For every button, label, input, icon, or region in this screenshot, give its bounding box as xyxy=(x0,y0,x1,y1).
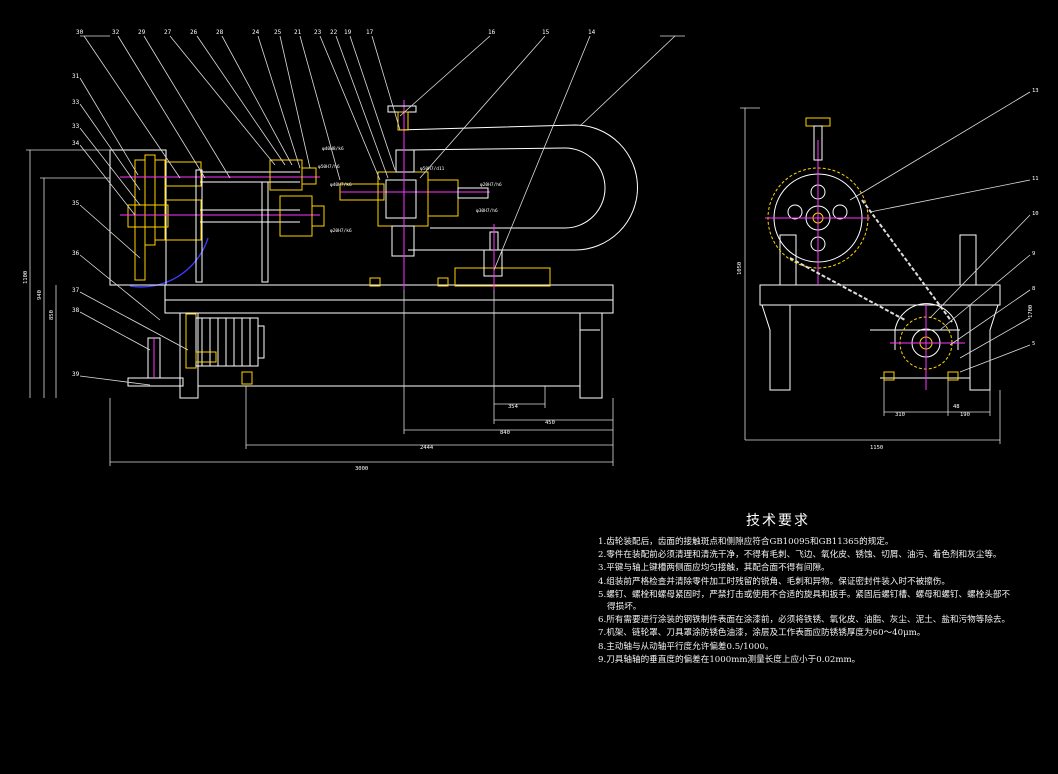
callout-front: 33 xyxy=(72,99,80,106)
fit-label: φ50H7/d11 xyxy=(420,166,445,172)
dim-front: 850 xyxy=(49,310,55,320)
fit-label: φ20H7/h6 xyxy=(480,182,502,188)
dim-side: 1050 xyxy=(737,262,743,275)
dim-side: 190 xyxy=(960,412,970,418)
note-item: 7.机架、链轮罩、刀具罩涂防锈色油漆，涂层及工作表面应防锈锈厚度为60～40μm… xyxy=(598,628,926,639)
callout-front: 15 xyxy=(542,29,550,36)
fit-label: φ50H7/h6 xyxy=(318,164,340,170)
callout-side: 5 xyxy=(1032,341,1035,347)
callout-front: 17 xyxy=(366,29,374,36)
dim-front: 940 xyxy=(37,290,43,300)
callout-side: 11 xyxy=(1032,176,1039,182)
notes-title: 技术要求 xyxy=(746,513,810,529)
dim-front: 450 xyxy=(545,420,555,426)
note-item: 3.平键与轴上键槽两侧面应均匀接触，其配合面不得有间隙。 xyxy=(598,563,830,574)
callout-front: 16 xyxy=(488,29,496,36)
fit-label: φ30H7/h6 xyxy=(476,208,498,214)
drawing-labels: 30 32 29 27 26 28 24 25 21 23 22 19 17 16 15 14 31 33 33 34… xyxy=(23,29,1039,472)
dim-front: 2444 xyxy=(420,445,434,451)
front-view xyxy=(26,35,685,466)
note-item: 8.主动轴与从动轴平行度允许偏差0.5/1000。 xyxy=(598,641,774,652)
note-item: 1.齿轮装配后，齿面的接触斑点和侧隙应符合GB10095和GB11365的规定。 xyxy=(598,537,894,547)
callout-side: 9 xyxy=(1032,251,1035,257)
dim-front: 3000 xyxy=(355,466,368,472)
side-frame xyxy=(759,284,1001,306)
callout-front: 35 xyxy=(72,200,80,207)
clamp xyxy=(454,224,551,290)
c-frame-arm xyxy=(397,124,638,251)
callout-front: 38 xyxy=(72,307,80,314)
callout-front: 27 xyxy=(164,29,172,36)
callout-front: 26 xyxy=(190,29,198,36)
callout-front: 24 xyxy=(252,29,260,36)
small-sprocket xyxy=(883,303,965,390)
side-dimensions xyxy=(740,107,1001,444)
callout-front: 30 xyxy=(76,29,84,36)
dim-side: 48 xyxy=(953,404,960,410)
callout-front: 21 xyxy=(294,29,302,36)
callout-side: 10 xyxy=(1032,211,1039,217)
callout-front: 37 xyxy=(72,287,80,294)
callout-front: 31 xyxy=(72,73,80,80)
callout-side: 1700 xyxy=(1028,305,1034,318)
note-item: 4.组装前严格检查并清除零件加工时残留的锐角、毛刺和异物。保证密封件装入时不被擦… xyxy=(598,576,950,587)
callout-front: 25 xyxy=(274,29,282,36)
callout-front: 28 xyxy=(216,29,224,36)
callout-side: 13 xyxy=(1032,88,1039,94)
chain xyxy=(789,199,953,323)
front-dimensions xyxy=(26,149,614,466)
dim-side: 310 xyxy=(895,412,905,418)
callout-front: 34 xyxy=(72,140,80,147)
callout-front: 22 xyxy=(330,29,338,36)
callout-front: 23 xyxy=(314,29,322,36)
technical-requirements: 技术要求 1.齿轮装配后，齿面的接触斑点和侧隙应符合GB10095和GB1136… xyxy=(598,510,1018,667)
dim-front: 1100 xyxy=(23,271,29,284)
callout-front: 14 xyxy=(588,29,596,36)
base-frame xyxy=(164,284,614,314)
dim-side: 1150 xyxy=(870,445,883,451)
bearing-housings xyxy=(269,159,325,237)
side-view xyxy=(740,91,1031,444)
callout-front: 36 xyxy=(72,250,80,257)
note-item: 2.零件在装配前必须清理和清洗干净，不得有毛刺、飞边、氧化皮、锈蚀、切屑、油污、… xyxy=(598,550,1002,561)
left-sprocket-stack xyxy=(127,154,202,281)
fit-label: φ40H8/k6 xyxy=(322,146,344,152)
callout-front: 32 xyxy=(112,29,120,36)
cutter-head xyxy=(339,100,490,290)
callout-front: 39 xyxy=(72,371,80,378)
fit-label: φ40H7/k6 xyxy=(330,182,352,188)
fit-label: φ20H7/k6 xyxy=(330,228,352,234)
note-item: 9.刀具轴轴的垂直度的偏差在1000mm测量长度上应小于0.02mm。 xyxy=(598,654,861,665)
motor xyxy=(185,313,265,369)
callout-front: 19 xyxy=(344,29,352,36)
dim-front: 354 xyxy=(508,404,519,410)
callout-side: 8 xyxy=(1032,286,1035,292)
large-sprocket xyxy=(765,140,870,285)
side-leaders xyxy=(849,91,1031,373)
callout-front: 33 xyxy=(72,123,80,130)
note-item: 5.螺钉、螺栓和螺母紧固时，严禁打击或使用不合适的旋具和扳手。紧固后螺钉槽、螺母… xyxy=(598,589,1011,613)
note-item: 6.所有需要进行涂装的钢铁制件表面在涂漆前，必须将铁锈、氧化皮、油脂、灰尘、泥土… xyxy=(598,615,1011,626)
chain-guard xyxy=(129,237,209,288)
dim-front: 840 xyxy=(500,430,510,436)
callout-front: 29 xyxy=(138,29,146,36)
front-leaders xyxy=(79,35,685,386)
